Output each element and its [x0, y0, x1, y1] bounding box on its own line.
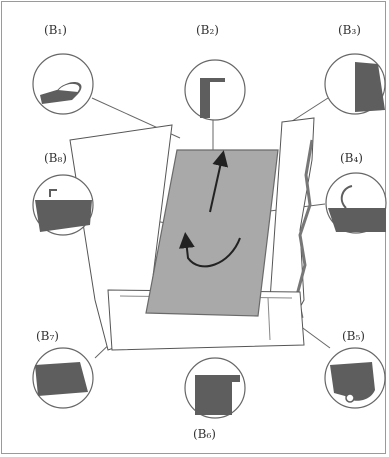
label-b4: (B₄) — [340, 151, 363, 165]
upward-arrow — [209, 150, 229, 213]
gray-plate — [145, 149, 279, 317]
label-b1: (B₁) — [44, 23, 67, 37]
label-b6: (B₆) — [193, 427, 216, 441]
detail-circles — [32, 53, 387, 419]
curved-arrow — [178, 232, 241, 268]
label-b7: (B₇) — [36, 329, 59, 343]
circle-b1 — [32, 53, 94, 115]
label-b3: (B₃) — [338, 23, 361, 37]
label-b2: (B₂) — [196, 23, 219, 37]
labels: (B₁) (B₂) (B₃) (B₈) (B₄) (B₇) (B₆) (B₅) — [36, 23, 365, 441]
label-b5: (B₅) — [342, 329, 365, 343]
label-b8: (B₈) — [44, 151, 67, 165]
circle-b2 — [184, 59, 246, 121]
